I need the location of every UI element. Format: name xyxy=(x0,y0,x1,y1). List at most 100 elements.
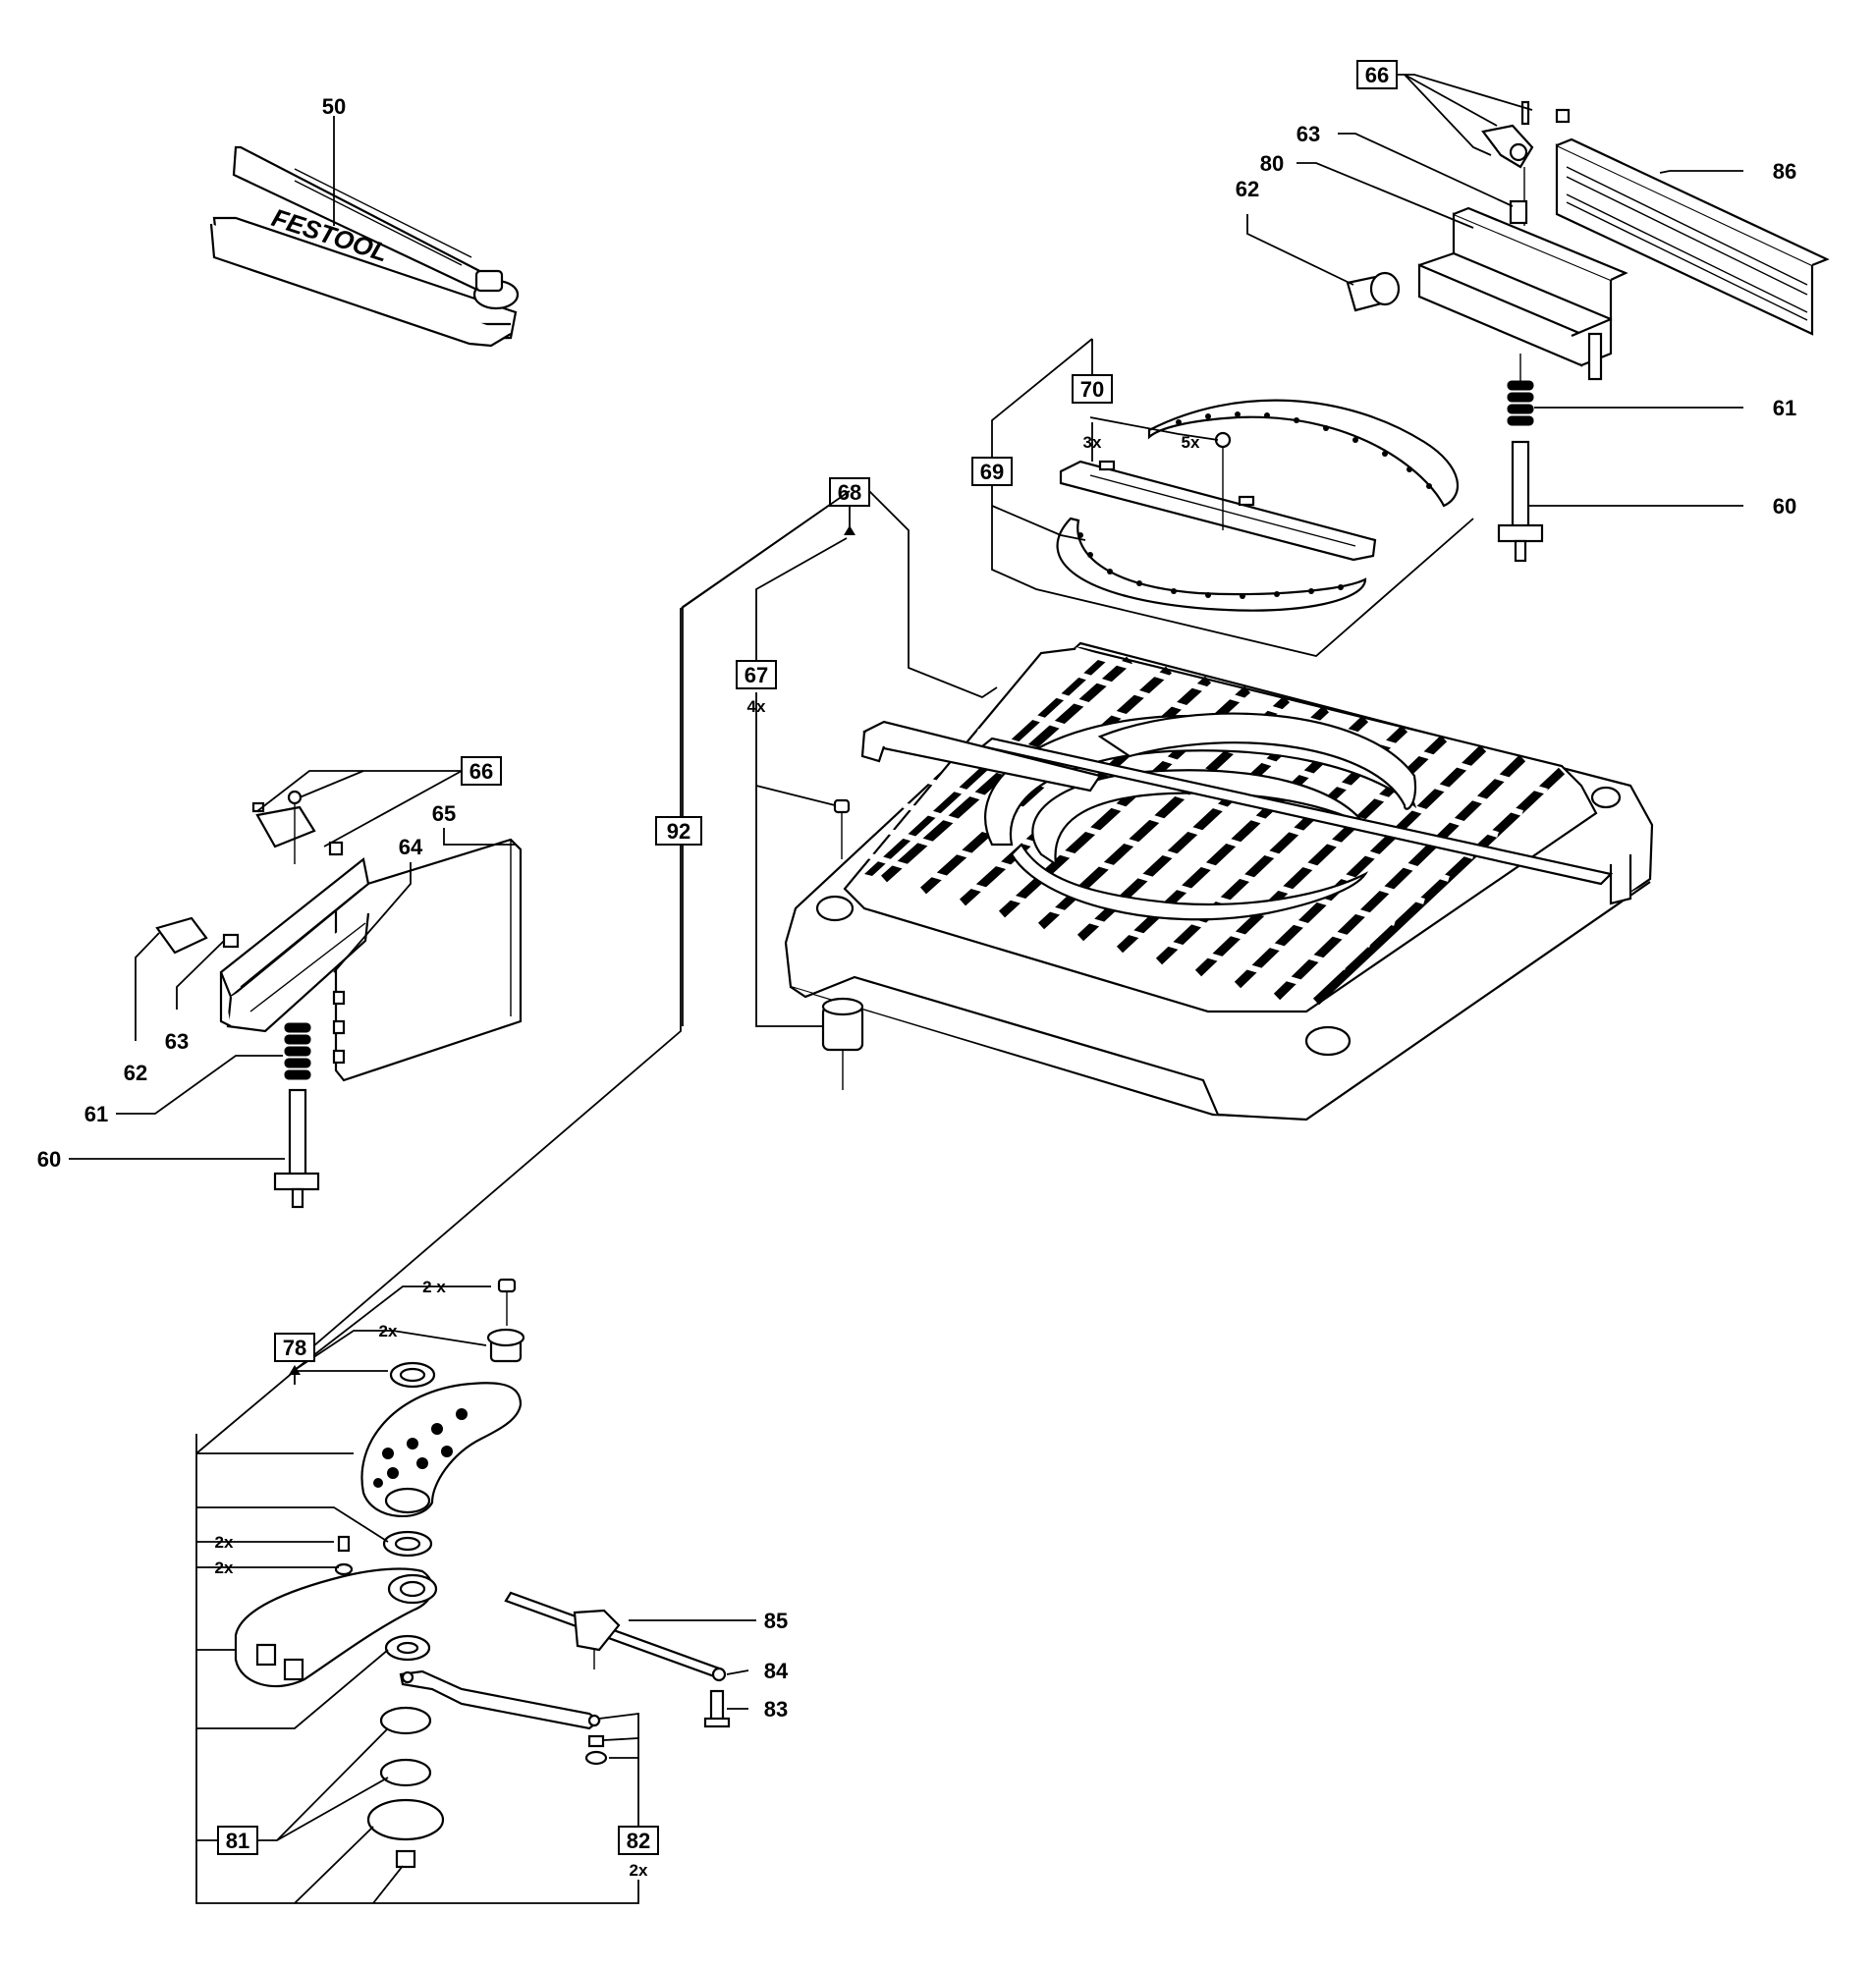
callout-62-left: 62 xyxy=(124,1061,147,1085)
callout-92: 92 xyxy=(667,819,690,844)
leader-81-d xyxy=(372,1865,404,1904)
part-86-fence-rail xyxy=(1555,137,1830,336)
callout-box-66-left xyxy=(461,756,502,786)
callout-box-92 xyxy=(655,816,702,846)
callout-81: 81 xyxy=(226,1829,249,1853)
callout-62-top: 62 xyxy=(1236,177,1259,201)
leader-66-top-c xyxy=(1404,74,1492,156)
leader-78-bracket xyxy=(195,1453,639,1904)
callout-66-left: 66 xyxy=(469,759,493,784)
part-62-top-knob xyxy=(1346,271,1401,312)
callout-83: 83 xyxy=(764,1697,788,1722)
leader-78-screw xyxy=(294,1285,491,1371)
leader-69-group xyxy=(991,338,1474,657)
leader-65 xyxy=(443,828,516,846)
part-67-table-foot xyxy=(821,798,864,1090)
leader-66-left-b xyxy=(299,770,364,798)
part-85-clamp-lever xyxy=(504,1591,724,1679)
callout-box-81 xyxy=(217,1826,258,1855)
callout-67: 67 xyxy=(745,663,768,687)
leader-64 xyxy=(333,862,412,973)
leader-81-c xyxy=(294,1826,374,1904)
part-66-top-clamp xyxy=(1481,100,1571,226)
callout-70: 70 xyxy=(1080,377,1104,402)
leader-62-left xyxy=(135,932,160,1041)
leader-78-washer2 xyxy=(196,1506,389,1543)
callout-78: 78 xyxy=(283,1336,306,1360)
callout-69: 69 xyxy=(980,460,1004,484)
leader-86 xyxy=(1659,170,1743,174)
part-69-scale-arcs xyxy=(1056,399,1459,612)
callout-box-82 xyxy=(618,1826,659,1855)
qty-2x-b: 2x xyxy=(215,1559,234,1577)
qty-3x: 3x xyxy=(1083,433,1102,452)
leader-62-top xyxy=(1246,214,1354,286)
callout-60-left: 60 xyxy=(37,1147,61,1172)
part-70-scale-bar xyxy=(1059,431,1377,562)
qty-2x-a: 2x xyxy=(215,1533,234,1552)
callout-85: 85 xyxy=(764,1609,788,1633)
part-61-left-spring xyxy=(284,1022,311,1080)
part-78-swivel-assembly xyxy=(234,1278,608,1869)
leader-78-bushing xyxy=(294,1330,487,1371)
leader-63-top xyxy=(1338,133,1514,207)
part-84-pin xyxy=(711,1667,727,1682)
part-66-left-clamp xyxy=(251,790,344,864)
part-62-left-knob xyxy=(155,916,240,955)
leader-78-washer3 xyxy=(196,1649,389,1729)
arrow-68 xyxy=(844,525,855,535)
leader-81-b xyxy=(276,1777,389,1841)
callout-61-left: 61 xyxy=(84,1102,108,1126)
leader-66-left-a xyxy=(256,770,462,812)
callout-84: 84 xyxy=(764,1659,789,1683)
leader-67-foot xyxy=(755,692,823,1027)
part-65-fence-plate xyxy=(332,838,523,1082)
leader-70-5x xyxy=(1089,416,1219,441)
qty-2x-82: 2x xyxy=(630,1861,648,1880)
leader-66-top-b xyxy=(1404,74,1498,127)
callout-box-67 xyxy=(736,660,777,689)
part-61-top-spring xyxy=(1507,354,1534,426)
callout-64: 64 xyxy=(399,835,423,859)
leader-81-a xyxy=(246,1727,389,1841)
part-68-work-table xyxy=(784,641,1654,1121)
leader-80 xyxy=(1297,162,1474,229)
part-63-top-pin xyxy=(1509,199,1528,225)
leader-78-washer xyxy=(195,1370,388,1454)
leader-84 xyxy=(726,1669,749,1675)
part-60-top-bolt xyxy=(1497,440,1544,563)
qty-2x-screw: 2 x xyxy=(422,1278,446,1296)
callout-box-78 xyxy=(274,1333,315,1362)
callout-box-70 xyxy=(1072,374,1113,404)
qty-4x: 4x xyxy=(747,697,766,716)
callout-80: 80 xyxy=(1260,151,1284,176)
callout-60-right: 60 xyxy=(1773,494,1796,519)
callout-50: 50 xyxy=(322,94,346,119)
callout-86: 86 xyxy=(1773,159,1796,184)
leader-61-left xyxy=(116,1055,283,1115)
leader-69-arc xyxy=(991,505,1086,541)
callout-68: 68 xyxy=(838,480,861,505)
part-80-fence-holder xyxy=(1417,206,1628,381)
qty-5x: 5x xyxy=(1182,433,1200,452)
leader-67-up xyxy=(755,537,848,668)
callout-61-right: 61 xyxy=(1773,396,1796,420)
leader-82-b xyxy=(598,1712,639,1738)
callout-65: 65 xyxy=(432,801,456,826)
part-83-screw xyxy=(703,1689,731,1728)
leader-63-left xyxy=(176,940,225,1010)
callout-box-69 xyxy=(971,457,1013,486)
callout-63-left: 63 xyxy=(165,1029,189,1054)
leader-68-table xyxy=(868,490,998,699)
qty-2x-bushing: 2x xyxy=(379,1322,398,1340)
part-50-angle-gauge: FESTOOL xyxy=(209,145,520,348)
leader-66-left-c xyxy=(323,770,463,848)
leader-82-a xyxy=(603,1737,639,1827)
part-64-fence-rail xyxy=(219,857,370,1033)
leader-67-top xyxy=(755,785,836,806)
callout-66-top: 66 xyxy=(1365,63,1389,87)
callout-box-66-top xyxy=(1356,60,1398,89)
callout-63-top: 63 xyxy=(1297,122,1320,146)
